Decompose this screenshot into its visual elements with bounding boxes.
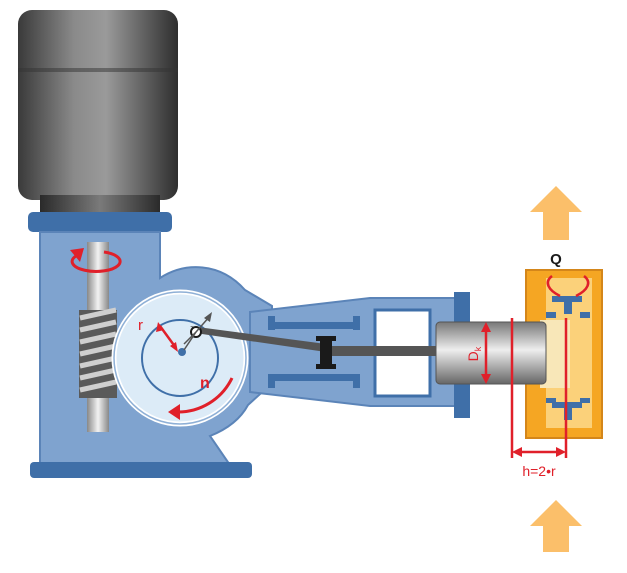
suction-seat-right bbox=[580, 398, 590, 403]
speed-arrow-icon bbox=[175, 377, 234, 414]
plunger bbox=[435, 321, 547, 385]
suction-seat-left bbox=[546, 398, 556, 403]
crosshead bbox=[320, 340, 332, 366]
discharge-arrow-icon bbox=[530, 186, 582, 240]
diameter-label-group: Dk bbox=[465, 346, 483, 361]
crank-circle bbox=[141, 319, 219, 397]
suction-arrow-icon bbox=[530, 500, 582, 552]
discharge-valve-plate bbox=[552, 296, 582, 302]
guide-rail-top bbox=[268, 322, 360, 329]
annotations bbox=[156, 275, 590, 458]
rotation-arrowhead-icon bbox=[70, 248, 84, 262]
discharge-valve-stem bbox=[564, 302, 572, 314]
crank-disc bbox=[111, 289, 249, 427]
speed-arrowhead-icon bbox=[168, 404, 180, 420]
worm-shaft bbox=[70, 242, 122, 432]
plunger-rod bbox=[326, 346, 436, 356]
guide-rail-top-left bbox=[268, 316, 275, 330]
motor-flange bbox=[40, 195, 160, 213]
guide-rail-bottom-right bbox=[353, 374, 360, 388]
stroke-label: h=2•r bbox=[522, 463, 556, 479]
motor-body bbox=[18, 10, 178, 200]
motor-seam bbox=[18, 68, 178, 72]
plunger-body bbox=[435, 321, 547, 385]
guide-rail-top-right bbox=[353, 316, 360, 330]
flow-arrow-right bbox=[575, 275, 590, 298]
guide-rail-bottom bbox=[268, 374, 360, 381]
discharge-seat-right bbox=[580, 312, 590, 318]
flow-arrow-left bbox=[546, 275, 561, 298]
linkage bbox=[178, 312, 436, 369]
housing-top-flange bbox=[28, 212, 172, 232]
speed-label: n bbox=[200, 375, 210, 392]
worm-threads bbox=[79, 307, 117, 393]
motor bbox=[18, 10, 178, 213]
connecting-rod bbox=[190, 326, 326, 352]
guide-rail-bottom-left bbox=[268, 374, 275, 388]
housing-base bbox=[30, 462, 252, 478]
radius-label: r bbox=[138, 317, 143, 334]
flow-label: Q bbox=[550, 251, 562, 268]
diameter-label: Dk bbox=[465, 346, 483, 361]
suction-valve-stem bbox=[564, 408, 572, 420]
discharge-seat-left bbox=[546, 312, 556, 318]
rotation-arrow-icon bbox=[70, 250, 122, 273]
